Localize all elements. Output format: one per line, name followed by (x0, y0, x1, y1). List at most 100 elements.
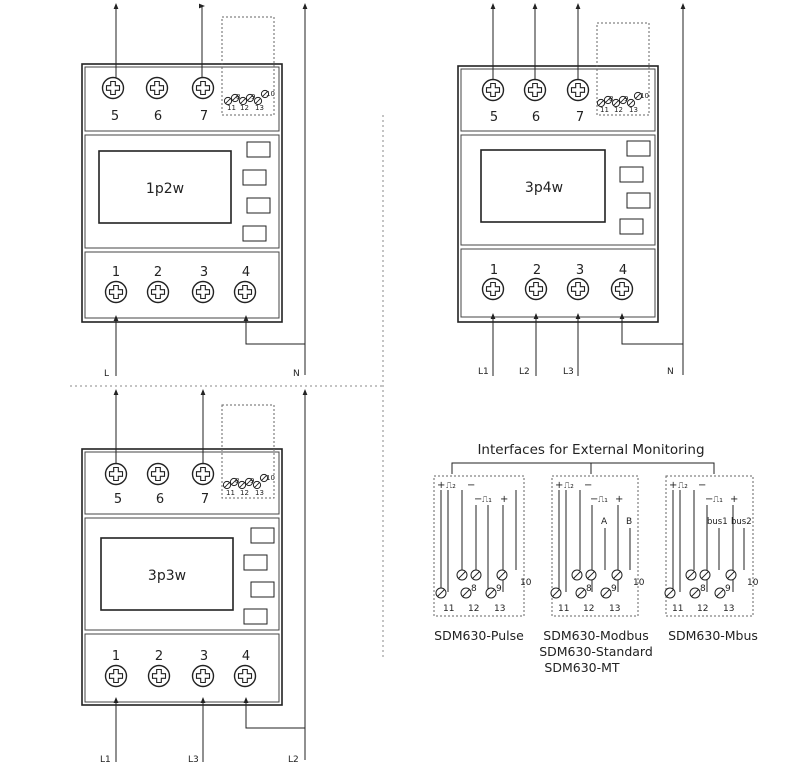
caption-mbus: SDM630-Mbus (668, 628, 758, 643)
meter-button[interactable] (242, 225, 267, 242)
small-terminal-label: 11 (226, 489, 235, 497)
small-screw-icon (485, 587, 497, 599)
small-screw-icon (496, 569, 508, 581)
small-screw-icon (575, 587, 587, 599)
terminal-label: 3 (576, 263, 584, 278)
mbus-bus2-label: bus2 (731, 517, 752, 527)
lcd-display: 1p2w (98, 150, 232, 224)
lcd-display: 3p3w (100, 537, 234, 611)
meter-button[interactable] (243, 554, 268, 571)
svg-text:13: 13 (723, 604, 734, 614)
screw-terminal-icon (566, 277, 590, 301)
screw-terminal-icon (523, 78, 547, 102)
terminal-label: 7 (576, 110, 584, 125)
screw-terminal-icon (524, 277, 548, 301)
meter-button[interactable] (243, 608, 268, 625)
svg-text:⎍₁: ⎍₁ (713, 495, 723, 505)
terminal-label: 7 (201, 492, 209, 507)
small-screw-icon (252, 480, 262, 490)
meter-3p4w: 3p4w 5 6 7 8 9 10 11 12 13 1 2 3 4 L1 L2… (457, 3, 686, 377)
caption-pulse: SDM630-Pulse (434, 628, 524, 643)
small-terminal-label: 12 (240, 489, 249, 497)
small-screw-icon (229, 477, 239, 487)
screw-terminal-icon (104, 462, 128, 486)
small-terminal-label: 13 (255, 489, 264, 497)
small-terminal-label: 13 (629, 106, 638, 114)
small-terminal-label: 8 (236, 93, 240, 101)
screw-terminal-icon (233, 280, 257, 304)
small-screw-icon (611, 569, 623, 581)
caption-standard: SDM630-Standard (539, 644, 653, 659)
small-terminal-label: 9 (251, 93, 255, 101)
small-terminal-label: 11 (227, 104, 236, 112)
svg-text:8: 8 (586, 584, 592, 594)
svg-text:−: − (698, 480, 706, 491)
svg-text:⎍₂: ⎍₂ (564, 481, 574, 491)
svg-text:11: 11 (443, 604, 454, 614)
interface-enclosure (221, 16, 275, 116)
screw-terminal-icon (191, 462, 215, 486)
modbus-b-label: B (626, 517, 632, 527)
line-label: L3 (188, 755, 199, 765)
interface-enclosure (596, 22, 650, 116)
screw-terminal-icon (147, 664, 171, 688)
meter-button[interactable] (619, 166, 644, 183)
line-label: L (104, 369, 109, 379)
svg-text:9: 9 (496, 584, 502, 594)
small-screw-icon (223, 96, 233, 106)
svg-text:+: + (669, 480, 677, 491)
svg-text:⎍₁: ⎍₁ (482, 495, 492, 505)
svg-text:−: − (467, 480, 475, 491)
svg-text:12: 12 (697, 604, 708, 614)
small-terminal-label: 12 (614, 106, 623, 114)
small-screw-icon (618, 95, 628, 105)
interface-pulse: + ⎍₂ − − ⎍₁ + 8 9 10 11 12 13 SDM630-Pul… (433, 475, 532, 643)
small-terminal-label: 10 (266, 90, 275, 98)
svg-text:−: − (584, 480, 592, 491)
display-mode: 3p3w (148, 568, 186, 584)
svg-text:−: − (590, 494, 598, 505)
svg-text:+: + (730, 494, 738, 505)
display-mode: 3p4w (525, 180, 563, 196)
small-screw-icon (603, 95, 613, 105)
screw-terminal-icon (104, 280, 128, 304)
meter-3p3w: 3p3w 5 6 7 8 9 10 11 12 13 1 2 3 4 L1 L3… (81, 389, 308, 765)
modbus-a-label: A (601, 517, 608, 527)
meter-button[interactable] (246, 197, 271, 214)
small-screw-icon (245, 93, 255, 103)
small-screw-icon (470, 569, 482, 581)
terminal-label: 1 (112, 265, 120, 280)
small-terminal-label: 12 (240, 104, 249, 112)
mbus-bus1-label: bus1 (707, 517, 728, 527)
screw-terminal-icon (610, 277, 634, 301)
terminal-label: 4 (242, 265, 250, 280)
interface-mbus: + ⎍₂ − − ⎍₁ + bus1 bus2 8 9 10 11 12 13 … (664, 475, 759, 643)
screw-terminal-icon (101, 76, 125, 100)
terminal-label: 7 (200, 109, 208, 124)
small-screw-icon (222, 480, 232, 490)
meter-button[interactable] (242, 169, 267, 186)
meter-button[interactable] (626, 140, 651, 157)
terminal-label: 3 (200, 265, 208, 280)
small-screw-icon (237, 480, 247, 490)
meter-button[interactable] (246, 141, 271, 158)
terminal-label: 2 (154, 265, 162, 280)
meter-button[interactable] (619, 218, 644, 235)
svg-text:12: 12 (583, 604, 594, 614)
lcd-display: 3p4w (480, 149, 606, 223)
small-terminal-label: 9 (250, 477, 254, 485)
small-screw-icon (689, 587, 701, 599)
interfaces-title: Interfaces for External Monitoring (477, 442, 704, 458)
small-screw-icon (626, 98, 636, 108)
terminal-label: 5 (111, 109, 119, 124)
svg-text:11: 11 (558, 604, 569, 614)
display-mode: 1p2w (146, 181, 184, 197)
meter-button[interactable] (250, 581, 275, 598)
meter-button[interactable] (250, 527, 275, 544)
svg-text:13: 13 (609, 604, 620, 614)
meter-button[interactable] (626, 192, 651, 209)
terminal-label: 4 (242, 649, 250, 664)
svg-text:9: 9 (611, 584, 617, 594)
small-screw-icon (456, 569, 468, 581)
